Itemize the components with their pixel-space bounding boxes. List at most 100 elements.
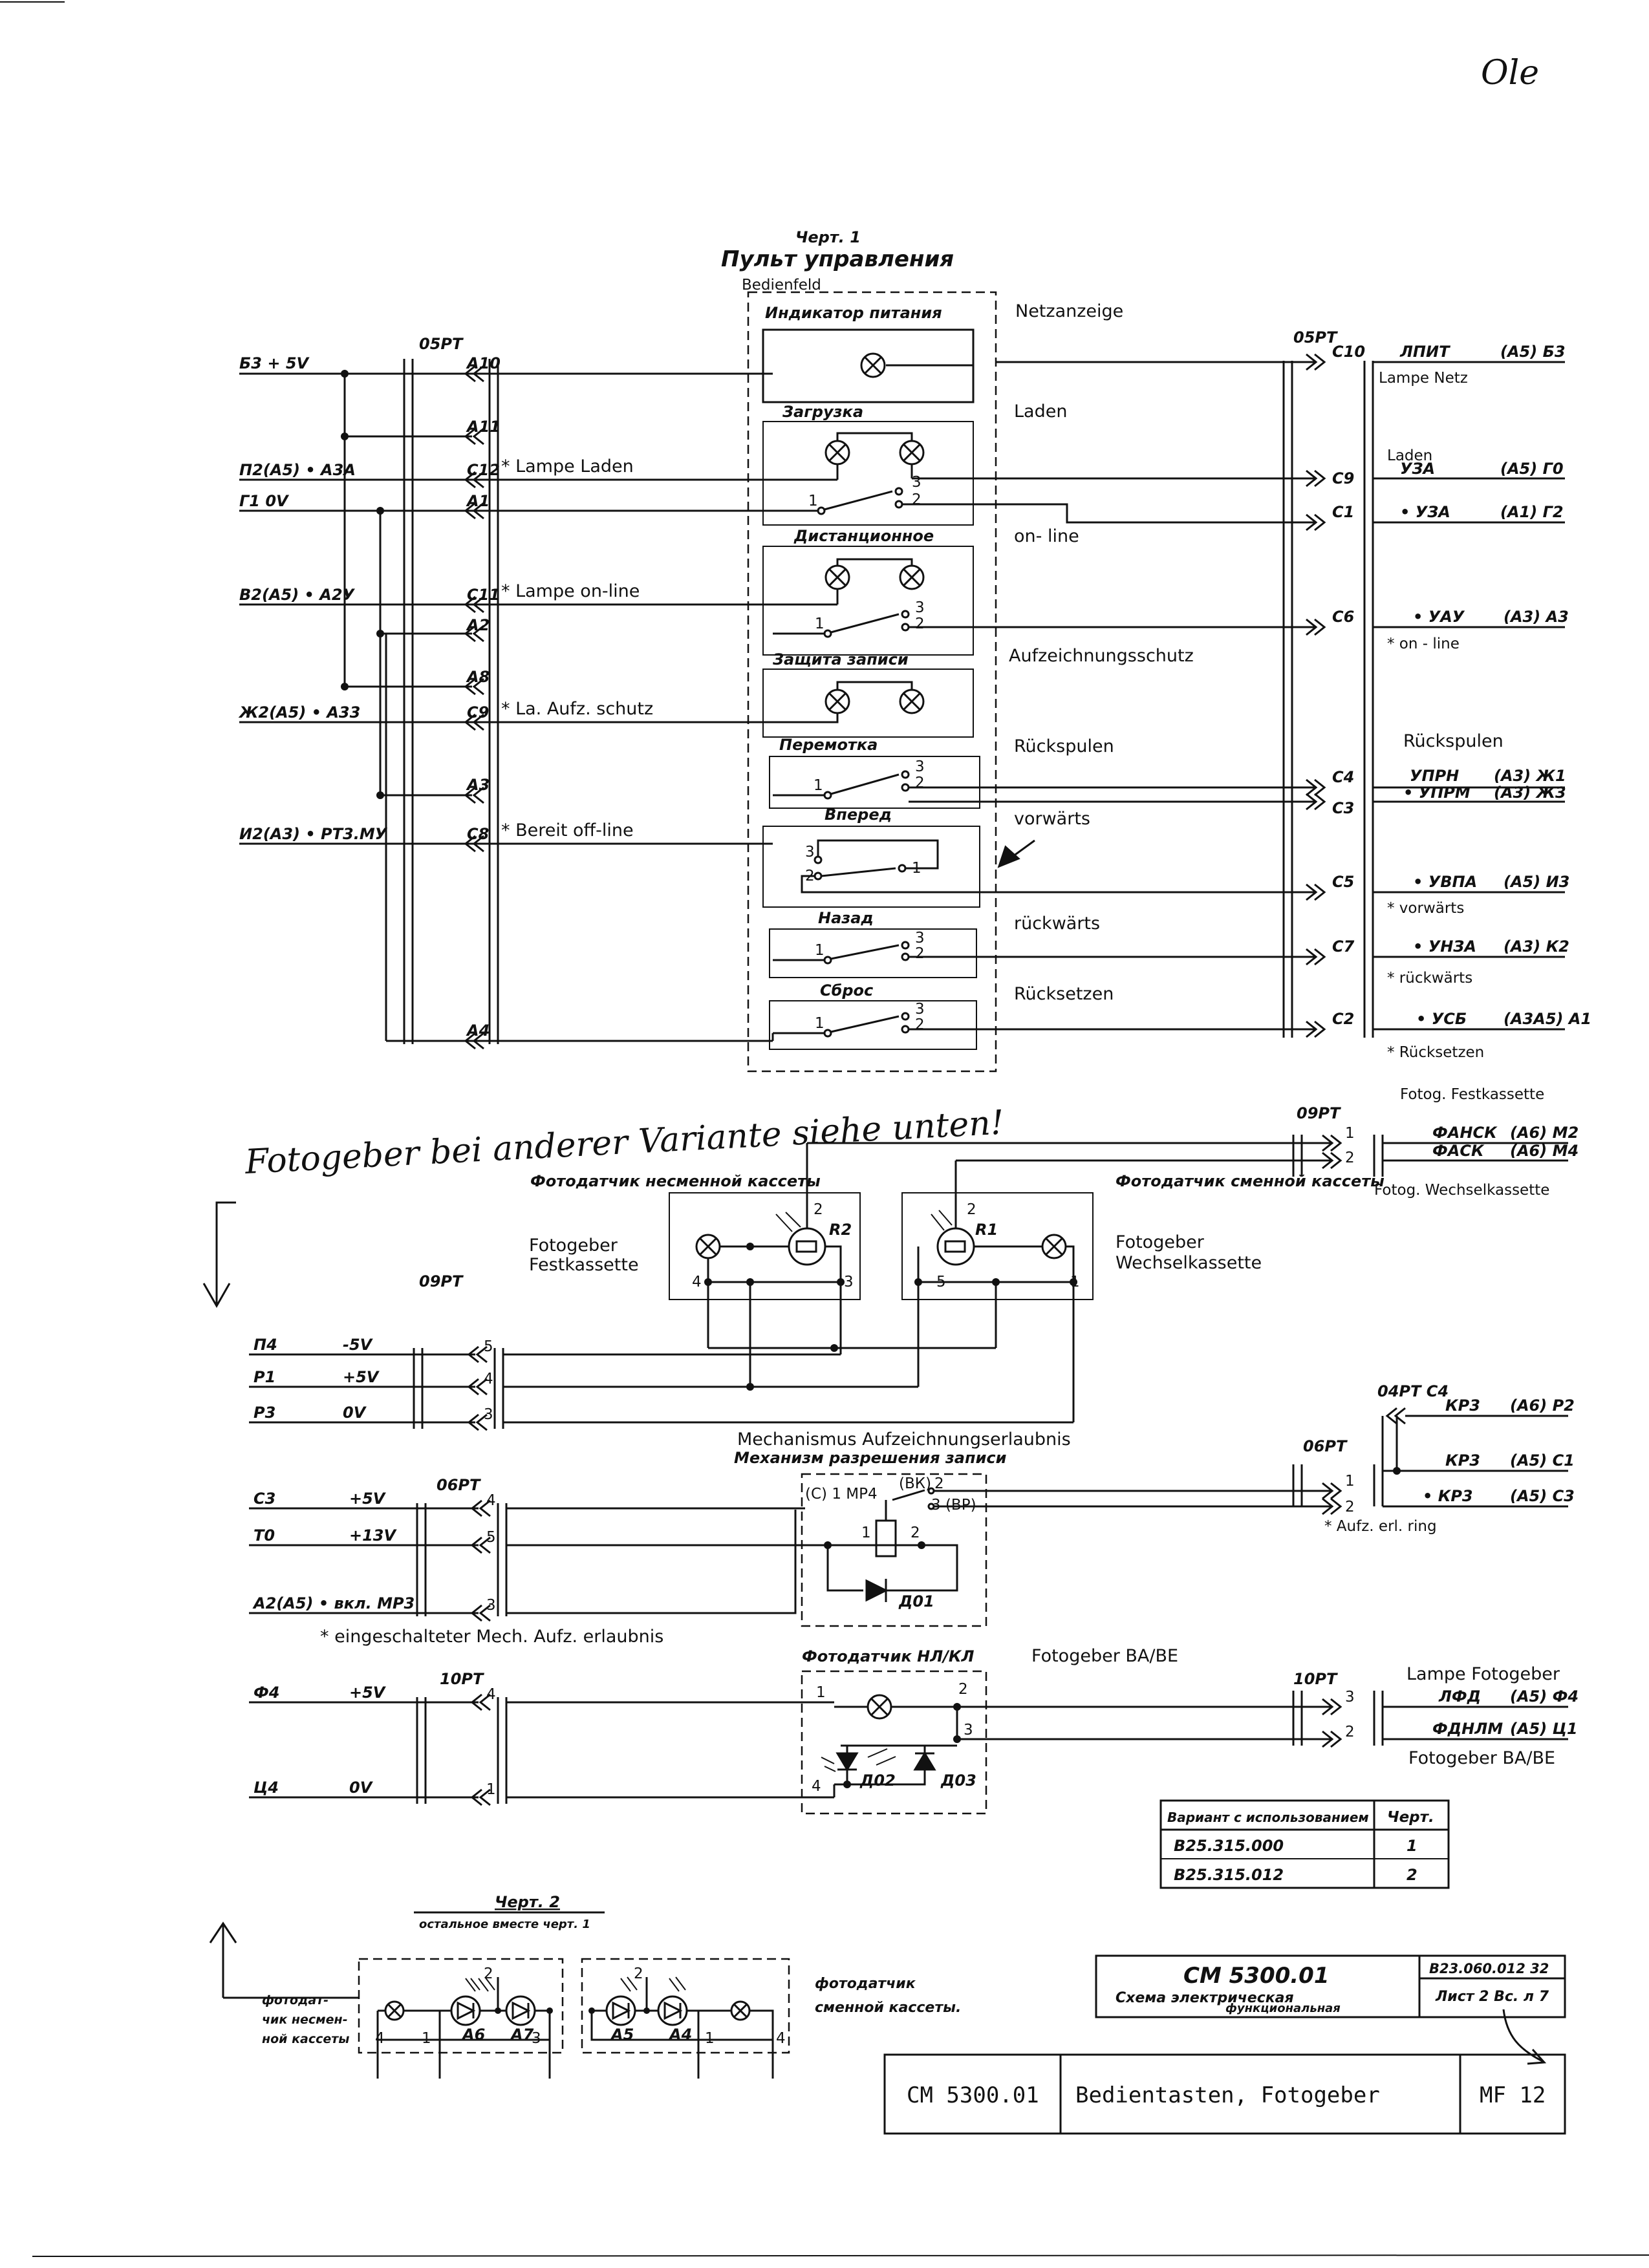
svg-text:+5V: +5V (349, 1490, 387, 1508)
signal-p2: П2(А5) • А3А (239, 461, 356, 479)
svg-text:П4: П4 (253, 1336, 277, 1354)
svg-text:vorwärts: vorwärts (1014, 809, 1090, 829)
svg-text:сменной кассеты.: сменной кассеты. (815, 2000, 961, 2016)
svg-text:1: 1 (815, 615, 824, 632)
svg-text:А4: А4 (668, 2026, 692, 2044)
svg-text:А2(А5) • вкл. МР3: А2(А5) • вкл. МР3 (252, 1594, 415, 1612)
svg-text:С12: С12 (467, 461, 500, 479)
write-protect-lamp-icon (824, 689, 925, 714)
svg-text:(А3) Ж3: (А3) Ж3 (1494, 784, 1566, 802)
svg-text:4: 4 (812, 1778, 821, 1795)
svg-text:R1: R1 (975, 1221, 998, 1239)
note-arrow-up-icon (209, 1921, 359, 1999)
svg-text:Laden: Laden (1387, 447, 1432, 464)
drawing2-left-circuit: 2 4 1 3 А6 А7 (375, 1965, 553, 2047)
svg-text:* rückwärts: * rückwärts (1387, 970, 1472, 987)
power-lamp-icon (860, 352, 886, 378)
svg-text:2: 2 (915, 775, 925, 791)
drawing2-title: Черт. 2 (495, 1893, 560, 1911)
svg-text:+5V: +5V (349, 1684, 387, 1702)
svg-text:3: 3 (1345, 1689, 1355, 1706)
svg-text:0V: 0V (349, 1779, 374, 1797)
svg-text:(А3) А3: (А3) А3 (1503, 608, 1569, 626)
connector-09pt-top: 09РТ (1297, 1104, 1341, 1122)
signal-zh2: Ж2(А5) • А33 (238, 703, 360, 722)
svg-text:3: 3 (484, 1406, 493, 1423)
footer-title: Bedientasten, Fotogeber (1075, 2082, 1380, 2108)
svg-text:• УВПА: • УВПА (1413, 873, 1477, 891)
svg-text:Ф4: Ф4 (253, 1684, 280, 1702)
svg-text:(А5) И3: (А5) И3 (1503, 873, 1569, 891)
svg-text:Rücksetzen: Rücksetzen (1014, 984, 1114, 1004)
svg-text:(А3А5) А1: (А3А5) А1 (1503, 1010, 1591, 1028)
title-block-doc-no: В23.060.012 32 (1429, 1961, 1549, 1976)
svg-text:* Rücksetzen: * Rücksetzen (1387, 1044, 1484, 1061)
svg-text:Rückspulen: Rückspulen (1403, 731, 1503, 751)
svg-text:УПРН: УПРН (1410, 767, 1459, 785)
bottom-edge (32, 2254, 1649, 2257)
svg-text:(С) 1 МР4: (С) 1 МР4 (805, 1486, 878, 1503)
connector-09pt-left: 09РТ (419, 1272, 464, 1290)
section-load: Загрузка (782, 403, 863, 421)
svg-text:(А1) Г2: (А1) Г2 (1500, 503, 1564, 521)
title-block: СМ 5300.01 Схема электрическая функциона… (1095, 1954, 1566, 2018)
svg-text:(А5) Б3: (А5) Б3 (1500, 343, 1566, 361)
svg-text:2: 2 (915, 945, 925, 962)
svg-text:2: 2 (911, 1524, 920, 1541)
svg-text:* on - line: * on - line (1387, 636, 1460, 652)
svg-text:(А3) К2: (А3) К2 (1503, 937, 1569, 956)
title-block-sheet: Лист 2 Вс. л 7 (1435, 1989, 1549, 2005)
signal-g1: Г1 0V (239, 492, 290, 510)
svg-text:С3: С3 (1332, 799, 1354, 817)
connector-10pt-right: 10РТ (1293, 1670, 1338, 1688)
svg-text:1: 1 (422, 2030, 431, 2047)
photo-ba-box (801, 1670, 987, 1815)
photo-ba-right-signals: 3 2 Lampe Fotogeber ЛФД (А5) Ф4 ФДНЛМ (А… (1322, 1664, 1579, 1768)
svg-text:3: 3 (805, 844, 815, 861)
photo-ba-title-ru: Фотодатчик НЛ/КЛ (802, 1647, 975, 1665)
note-la-aufz-schutz: * La. Aufz. schutz (501, 699, 653, 719)
svg-text:• УСБ: • УСБ (1416, 1010, 1467, 1028)
svg-text:Д02: Д02 (859, 1771, 896, 1790)
sensor-wechselkassette: Фотодатчик сменной кассеты Fotogeber Wec… (901, 1161, 1385, 1300)
svg-text:2: 2 (915, 1016, 925, 1033)
section-rewind: Перемотка (779, 736, 878, 754)
svg-text:1: 1 (815, 1015, 824, 1032)
mechanism-title-ru: Механизм разрешения записи (734, 1449, 1007, 1467)
svg-text:Fotogeber: Fotogeber (1116, 1232, 1205, 1252)
table-row: В25.315.000 (1174, 1837, 1284, 1855)
svg-text:Р1: Р1 (253, 1368, 275, 1386)
label-fotog-festkassette: Fotog. Festkassette (1400, 1086, 1544, 1103)
svg-text:4: 4 (776, 2030, 786, 2047)
svg-text:4: 4 (484, 1371, 493, 1387)
svg-text:3: 3 (915, 1001, 925, 1018)
svg-text:(А5) Ц1: (А5) Ц1 (1510, 1720, 1578, 1738)
svg-text:ФАСК: ФАСК (1432, 1142, 1485, 1160)
variant-table: Вариант с использованием Черт. В25.315.0… (1159, 1799, 1450, 1889)
svg-text:2: 2 (1345, 1724, 1355, 1740)
svg-text:on- line: on- line (1014, 526, 1079, 546)
svg-text:1: 1 (815, 942, 824, 959)
svg-text:2: 2 (814, 1201, 823, 1218)
svg-text:2: 2 (1406, 1866, 1417, 1884)
svg-text:3: 3 (844, 1274, 854, 1290)
svg-text:С3: С3 (253, 1490, 275, 1508)
connector-05pt-right: 05РТ (1293, 328, 1338, 347)
svg-text:(А5) Г0: (А5) Г0 (1500, 460, 1564, 478)
connector-06pt-left: 06РТ (436, 1476, 481, 1494)
reset-switch-icon: 1 32 (815, 1001, 925, 1038)
svg-text:С2: С2 (1332, 1010, 1354, 1028)
note-bereit-offline: * Bereit off-line (501, 820, 634, 840)
svg-text:Laden: Laden (1014, 401, 1067, 422)
section-reset: Сброс (820, 981, 873, 1000)
mechanism-box (801, 1473, 987, 1627)
section-power: Индикатор питания (765, 304, 942, 322)
mechanism-right-signals: 1 2 КР3 (А6) Р2 КР3 (А5) С1 • КР3 (А5) С… (1322, 1396, 1575, 1535)
rewind-switch-icon: 132 (814, 758, 925, 800)
photo-ba-left-signals: Ф4 +5V 4 Ц4 0V 1 (249, 1684, 835, 1806)
drawing1-left-signals: Б3 + 5V А10 А11 П2(А5) • А3А С12 * Lampe… (238, 354, 795, 1042)
svg-text:функциональная: функциональная (1225, 2002, 1341, 2015)
panel-sections: Индикатор питания Netzanzeige Загрузка L… (765, 301, 1194, 1004)
